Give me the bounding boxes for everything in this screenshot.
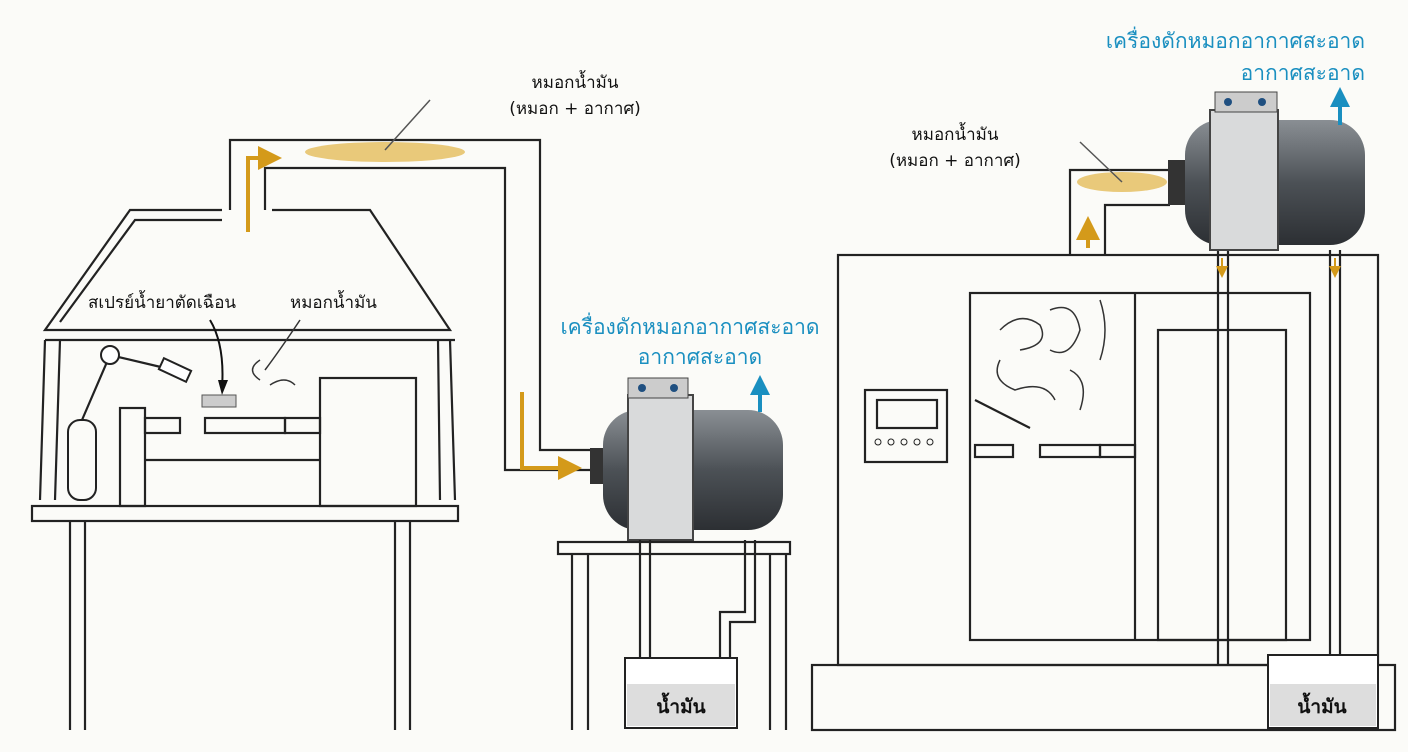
right-collector-label: เครื่องดักหมอกอากาศสะอาด	[1106, 26, 1365, 53]
left-machine	[30, 345, 460, 730]
left-mist-collector	[556, 377, 792, 730]
right-machine	[810, 168, 1397, 732]
mist-ellipse	[305, 142, 465, 162]
mist-sub-label: (หมอก + อากาศ)	[509, 99, 641, 119]
right-mist-collector	[1168, 91, 1379, 729]
flow-arrow	[246, 146, 282, 232]
right-mist-label: หมอกน้ำมัน	[912, 122, 999, 145]
left-clean-air-label: อากาศสะอาด	[638, 345, 762, 369]
left-collector-label: เครื่องดักหมอกอากาศสะอาด	[560, 312, 819, 339]
flow-arrow	[520, 392, 582, 480]
right-tank-label: น้ำมัน	[1297, 692, 1346, 718]
spray-label: สเปรย์น้ำยาตัดเฉือน	[88, 290, 236, 313]
inner-mist-label: หมอกน้ำมัน	[290, 290, 377, 313]
left-hood	[38, 208, 457, 501]
right-clean-air-label: อากาศสะอาด	[1241, 61, 1365, 85]
left-tank-label: น้ำมัน	[656, 692, 705, 718]
mist-label: หมอกน้ำมัน	[532, 70, 619, 93]
right-mist-sub-label: (หมอก + อากาศ)	[889, 151, 1021, 171]
